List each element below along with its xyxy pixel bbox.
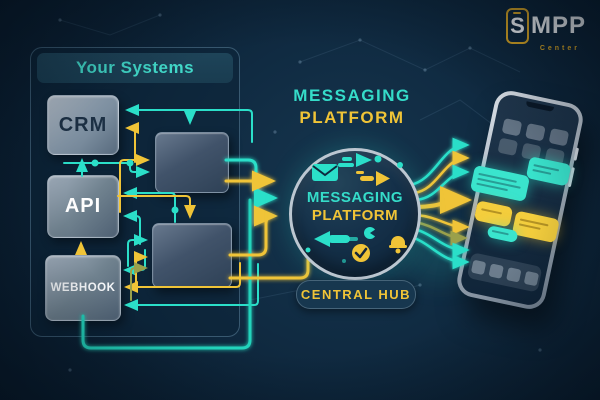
logo-subtitle: Center <box>539 45 580 52</box>
phone-notch <box>525 101 555 112</box>
central-hub-badge: CENTRAL HUB <box>296 280 416 309</box>
check-circle-icon <box>352 244 370 262</box>
speed-arrow-right-icon <box>338 153 382 167</box>
connector-box-top <box>155 132 229 193</box>
hub-heading-line2: PLATFORM <box>299 108 405 127</box>
phone-screen <box>458 92 582 308</box>
logo-phone-icon: S <box>505 8 529 44</box>
your-systems-header: Your Systems <box>37 53 233 83</box>
smartphone <box>454 87 586 313</box>
chat-bubble-yellow-left <box>473 200 514 228</box>
api-label: API <box>64 195 102 217</box>
chat-bubble-teal-right <box>525 156 572 187</box>
crm-box: CRM <box>47 95 119 155</box>
smpp-center-logo: S MPP Center <box>505 8 586 52</box>
hub-circle-line2: PLATFORM <box>311 207 399 224</box>
dot-icon <box>342 259 346 263</box>
webhook-label: WEBHOOK <box>50 282 116 294</box>
chat-bubble-teal-left <box>469 164 531 203</box>
logo-text: MPP <box>530 12 586 39</box>
hub-heading: MESSAGING PLATFORM <box>277 86 427 128</box>
speed-arrow-left-icon <box>305 231 358 253</box>
phone-dock <box>466 252 543 293</box>
central-hub-badge-label: CENTRAL HUB <box>300 287 412 302</box>
connector-box-bottom <box>152 223 232 288</box>
api-box: API <box>47 175 119 238</box>
hub-circle-line1: MESSAGING <box>306 189 404 206</box>
bell-icon <box>389 236 407 254</box>
dot-icon <box>397 162 403 168</box>
your-systems-title: Your Systems <box>75 58 195 77</box>
envelope-icon <box>312 164 338 181</box>
webhook-box: WEBHOOK <box>45 255 121 321</box>
logo-s: S <box>510 13 525 38</box>
chat-bubble-yellow-right <box>511 210 560 244</box>
hub-heading-line1: MESSAGING <box>293 86 411 105</box>
phone-side-button <box>573 147 580 161</box>
central-hub-circle: MESSAGING PLATFORM <box>289 148 421 280</box>
speed-arrow-right-yellow-icon <box>356 171 390 186</box>
crm-label: CRM <box>58 113 108 136</box>
pie-icon <box>364 227 376 239</box>
